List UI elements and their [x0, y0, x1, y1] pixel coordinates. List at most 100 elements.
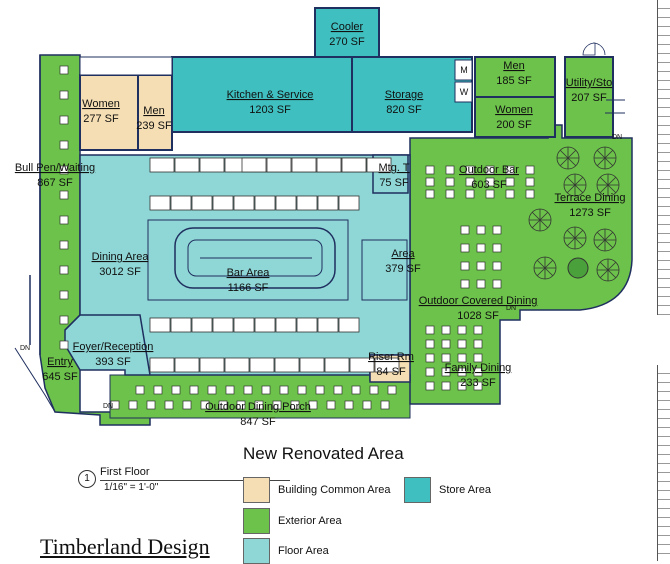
room-name-outdoor-bar: Outdoor Bar	[459, 164, 519, 176]
outdoor-table	[128, 400, 138, 410]
title-block-bottom	[657, 365, 670, 561]
outdoor-table	[476, 243, 486, 253]
legend-common: Building Common Area	[243, 477, 391, 503]
booth	[316, 157, 342, 173]
outdoor-table	[59, 90, 69, 100]
outdoor-table	[473, 325, 483, 335]
brand-name: Timberland Design	[40, 534, 210, 559]
outdoor-table	[476, 261, 486, 271]
legend-swatch-exterior	[243, 508, 270, 534]
outdoor-table	[492, 261, 502, 271]
booth	[296, 195, 318, 211]
room-name-bullpen: Bull Pen/Waiting	[15, 162, 95, 174]
outdoor-table	[425, 339, 435, 349]
outdoor-table	[476, 225, 486, 235]
outdoor-table	[465, 177, 475, 187]
booth	[241, 157, 267, 173]
outdoor-table	[445, 189, 455, 199]
booth	[349, 357, 375, 373]
legend-floor: Floor Area	[243, 538, 329, 564]
outdoor-table	[492, 279, 502, 289]
room-name-cooler: Cooler	[331, 21, 364, 33]
room-area-utility: 207 SF	[571, 92, 607, 104]
stair-w	[454, 81, 473, 103]
room-area-cooler: 270 SF	[329, 36, 365, 48]
outdoor-table	[441, 325, 451, 335]
outdoor-table	[445, 177, 455, 187]
down-tag: DN	[506, 305, 516, 312]
outdoor-table	[59, 140, 69, 150]
outdoor-table	[153, 385, 163, 395]
booth	[233, 195, 255, 211]
booth	[254, 195, 276, 211]
outdoor-table	[297, 385, 307, 395]
outdoor-table	[362, 400, 372, 410]
outdoor-table	[465, 189, 475, 199]
outdoor-table	[207, 385, 217, 395]
booth	[224, 357, 250, 373]
outdoor-table	[59, 215, 69, 225]
room-area-women-left: 277 SF	[83, 113, 119, 125]
outdoor-table	[460, 261, 470, 271]
booth	[338, 317, 360, 333]
drawing-number: 1	[78, 470, 96, 488]
outdoor-table	[441, 367, 451, 377]
drawing-title: First Floor	[100, 466, 150, 478]
booth	[299, 357, 325, 373]
outdoor-table	[290, 400, 300, 410]
room-name-dining: Dining Area	[92, 251, 150, 263]
room-name-women-left: Women	[82, 98, 120, 110]
booth	[170, 317, 192, 333]
outdoor-table	[425, 367, 435, 377]
room-name-women-right: Women	[495, 104, 533, 116]
outdoor-table	[59, 165, 69, 175]
outdoor-table	[333, 385, 343, 395]
planter-circle	[567, 257, 589, 279]
kitchen-room	[171, 56, 353, 133]
outdoor-table	[225, 385, 235, 395]
bar-outer	[147, 219, 349, 301]
booth	[317, 317, 339, 333]
room-name-bar: Bar Area	[227, 267, 271, 279]
outdoor-table	[243, 385, 253, 395]
outdoor-table	[425, 381, 435, 391]
outdoor-table	[457, 339, 467, 349]
booth	[296, 317, 318, 333]
booth	[191, 195, 213, 211]
area-room	[361, 239, 408, 301]
room-area-kitchen: 1203 SF	[249, 104, 291, 116]
men-left-room	[137, 74, 173, 151]
room-area-riser: 84 SF	[376, 366, 406, 378]
outdoor-table	[425, 165, 435, 175]
outdoor-table	[457, 381, 467, 391]
outdoor-table	[59, 290, 69, 300]
room-area-men-right: 185 SF	[496, 75, 532, 87]
room-name-riser: Riser Rm	[368, 351, 414, 363]
outdoor-table	[492, 225, 502, 235]
booth	[275, 195, 297, 211]
room-area-men-left: 239 SF	[136, 120, 172, 132]
booth	[149, 195, 171, 211]
booth	[274, 357, 300, 373]
booth	[212, 317, 234, 333]
outdoor-table	[485, 177, 495, 187]
outdoor-table	[525, 189, 535, 199]
outdoor-table	[218, 400, 228, 410]
down-tag: DN	[20, 345, 30, 352]
booth	[324, 357, 350, 373]
booth	[249, 357, 275, 373]
outdoor-table	[457, 325, 467, 335]
room-area-outdoor-bar: 603 SF	[471, 179, 507, 191]
outdoor-table	[492, 243, 502, 253]
booth	[199, 157, 225, 173]
room-name-kitchen: Kitchen & Service	[227, 89, 314, 101]
legend-title: New Renovated Area	[243, 444, 404, 463]
outdoor-table	[476, 279, 486, 289]
outdoor-table	[441, 339, 451, 349]
legend-label-common: Building Common Area	[278, 484, 391, 496]
room-area-outdoor-covered: 1028 SF	[457, 310, 499, 322]
outdoor-table	[505, 189, 515, 199]
room-area-storage: 820 SF	[386, 104, 422, 116]
outdoor-table	[445, 165, 455, 175]
outdoor-table	[164, 400, 174, 410]
